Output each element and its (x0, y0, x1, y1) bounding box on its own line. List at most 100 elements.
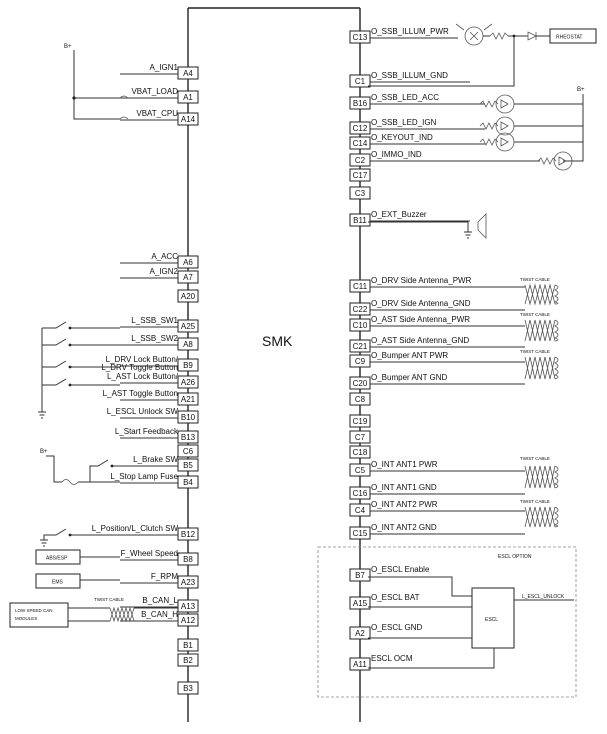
left-pin-signal-label: VBAT_LOAD (131, 87, 178, 96)
pin-box (349, 486, 371, 500)
pin-box (349, 96, 371, 110)
pin-id-label: A12 (181, 616, 196, 625)
pin-id-label: C21 (353, 342, 368, 351)
pin-box (177, 319, 199, 333)
right-pin-signal-label: O_INT ANT2 PWR (371, 500, 438, 509)
left-pin-signal-label: L_AST Toggle Button (103, 389, 178, 398)
pin-box (349, 213, 371, 227)
pin-id-label: C7 (355, 433, 366, 442)
pin-box (349, 596, 371, 610)
pin-id-label: A14 (181, 115, 196, 124)
pin-box (177, 599, 199, 613)
brake-switch-circuit: B+ (40, 449, 120, 485)
twist-cable-label-int2: TWIST CABLE (520, 499, 550, 504)
pin-box (177, 337, 199, 351)
pin-id-label: A2 (355, 629, 365, 638)
module-label: SMK (262, 333, 293, 349)
pin-box (177, 392, 199, 406)
pin-box (177, 270, 199, 284)
left-pin-signal-label: L_Start Feedback (115, 427, 179, 436)
pin-id-label: A1 (183, 93, 193, 102)
pin-id-label: A11 (353, 660, 367, 669)
pin-box (349, 430, 371, 444)
left-pin-signal-label: L_Stop Lamp Fuse (110, 472, 178, 481)
escl-unlock-label: L_ESCL_UNLOCK (522, 594, 565, 600)
pin-id-label: C14 (353, 139, 368, 148)
right-pin-signal-label: O_SSB_ILLUM_PWR (371, 27, 449, 36)
pin-box (349, 626, 371, 640)
pin-id-label: B1 (183, 641, 193, 650)
pin-id-label: C17 (353, 171, 368, 180)
pin-id-label: A23 (181, 578, 196, 587)
pin-id-label: B5 (183, 461, 193, 470)
clutch-switch-circuit (40, 528, 120, 547)
pin-box (349, 318, 371, 332)
pin-box (349, 354, 371, 368)
left-pin-signal-label: L_ESCL Unlock SW (107, 407, 179, 416)
left-pin-signal-label: L_AST Lock Button/ (107, 372, 179, 381)
right-pin-c19: C19 (349, 414, 371, 428)
pin-id-label: C20 (353, 379, 368, 388)
battery-supply-circuit: B+ (64, 44, 129, 120)
right-pin-group: O_SSB_ILLUM_PWRC13O_SSB_ILLUM_GNDC1O_SSB… (349, 27, 540, 671)
escl-label: ESCL (485, 617, 498, 623)
left-pin-b1: B1 (177, 638, 199, 652)
low-speed-can-label-1: LOW SPEED CAN (15, 608, 53, 613)
pin-box (349, 526, 371, 540)
pin-box (177, 527, 199, 541)
pin-id-label: B9 (183, 361, 193, 370)
pin-id-label: A4 (183, 69, 193, 78)
pin-id-label: C8 (355, 395, 366, 404)
pin-box (177, 475, 199, 489)
right-pin-signal-label: O_SSB_LED_IGN (371, 118, 437, 127)
left-pin-signal-label: A_IGN1 (150, 63, 179, 72)
pin-id-label: A20 (181, 292, 196, 301)
pin-id-label: C11 (353, 282, 368, 291)
escl-option-label: ESCL OPTION (498, 554, 532, 560)
left-pin-signal-label: L_Position/L_Clutch SW (92, 524, 179, 533)
abs-esp-module: ABS/ESP (35, 549, 120, 565)
pin-id-label: C3 (355, 189, 366, 198)
left-pin-signal-label: B_CAN_H (141, 610, 178, 619)
pin-id-label: B12 (181, 530, 196, 539)
pin-id-label: B4 (183, 478, 193, 487)
ssb-led-circuit: B+ (479, 87, 585, 171)
b-plus-label-brake: B+ (40, 449, 48, 455)
pin-box (349, 153, 371, 167)
pin-id-label: A7 (183, 273, 193, 282)
right-pin-signal-label: O_ESCL BAT (371, 593, 420, 602)
ems-module: EMS (35, 573, 120, 589)
right-pin-signal-label: O_Bumper ANT GND (371, 373, 448, 382)
left-pin-b3: B3 (177, 681, 199, 695)
ssb-illumination-circuit: RHEOSTAT (368, 23, 597, 87)
right-pin-signal-label: O_INT ANT1 PWR (371, 460, 438, 469)
pin-id-label: C12 (353, 124, 368, 133)
pin-box (349, 30, 371, 44)
pin-id-label: C2 (355, 156, 366, 165)
right-pin-c17: C17 (349, 168, 371, 182)
pin-id-label: B3 (183, 684, 193, 693)
pin-box (177, 375, 199, 389)
pin-id-label: A8 (183, 340, 193, 349)
b-plus-label-top-left: B+ (64, 44, 72, 50)
right-pin-signal-label: O_DRV Side Antenna_GND (371, 299, 471, 308)
ems-label: EMS (52, 580, 64, 586)
right-pin-signal-label: O_Bumper ANT PWR (371, 351, 448, 360)
pin-id-label: C22 (353, 305, 368, 314)
